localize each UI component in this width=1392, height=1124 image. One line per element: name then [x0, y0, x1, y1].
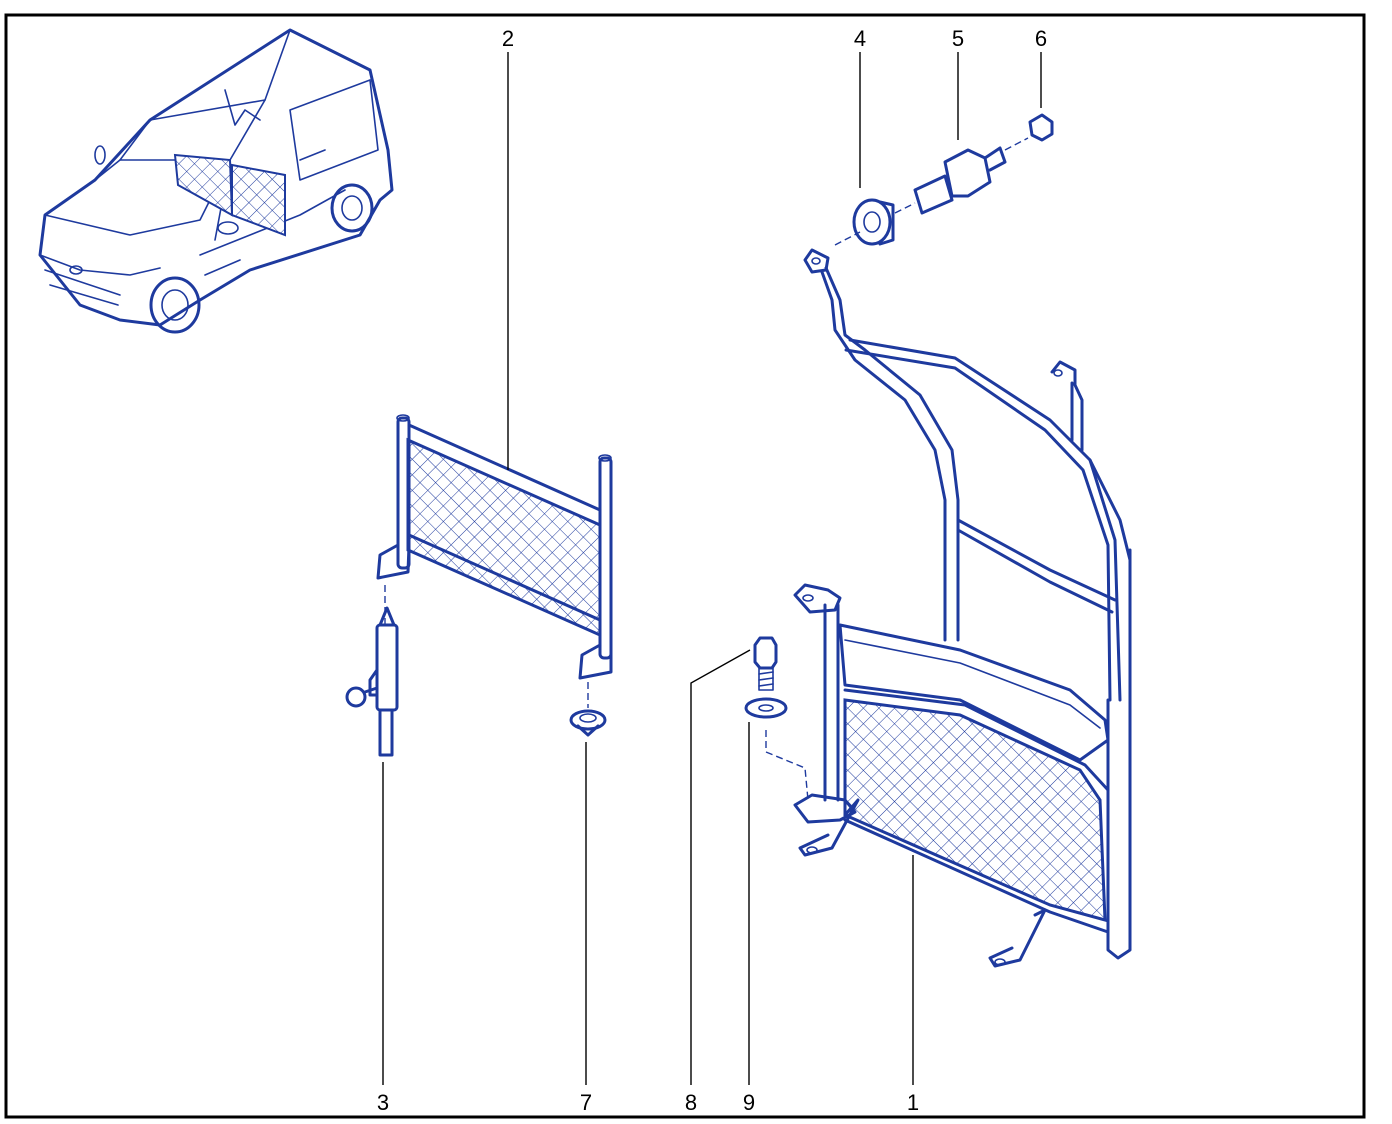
callout-leaders	[382, 52, 1042, 1085]
callout-labels: 2 4 5 6 3 7 8 9 1	[377, 26, 1047, 1115]
diagram-frame	[4, 13, 1366, 1119]
callout-6: 6	[1035, 26, 1047, 51]
callout-8: 8	[685, 1090, 697, 1115]
callout-9: 9	[743, 1090, 755, 1115]
part-3-mounting-pin	[345, 585, 399, 757]
part-1-tubular-frame	[793, 248, 1132, 968]
callout-3: 3	[377, 1090, 389, 1115]
callout-4: 4	[854, 26, 866, 51]
part-2-partition-net	[376, 414, 613, 680]
vehicle-illustration	[38, 28, 394, 334]
part-7-clip	[569, 682, 607, 737]
callout-7: 7	[580, 1090, 592, 1115]
callout-5: 5	[952, 26, 964, 51]
callout-2: 2	[502, 26, 514, 51]
callout-1: 1	[907, 1090, 919, 1115]
parts-4-5-6-upper-fixing	[834, 113, 1054, 246]
parts-8-9-bolt-washer	[744, 636, 809, 801]
